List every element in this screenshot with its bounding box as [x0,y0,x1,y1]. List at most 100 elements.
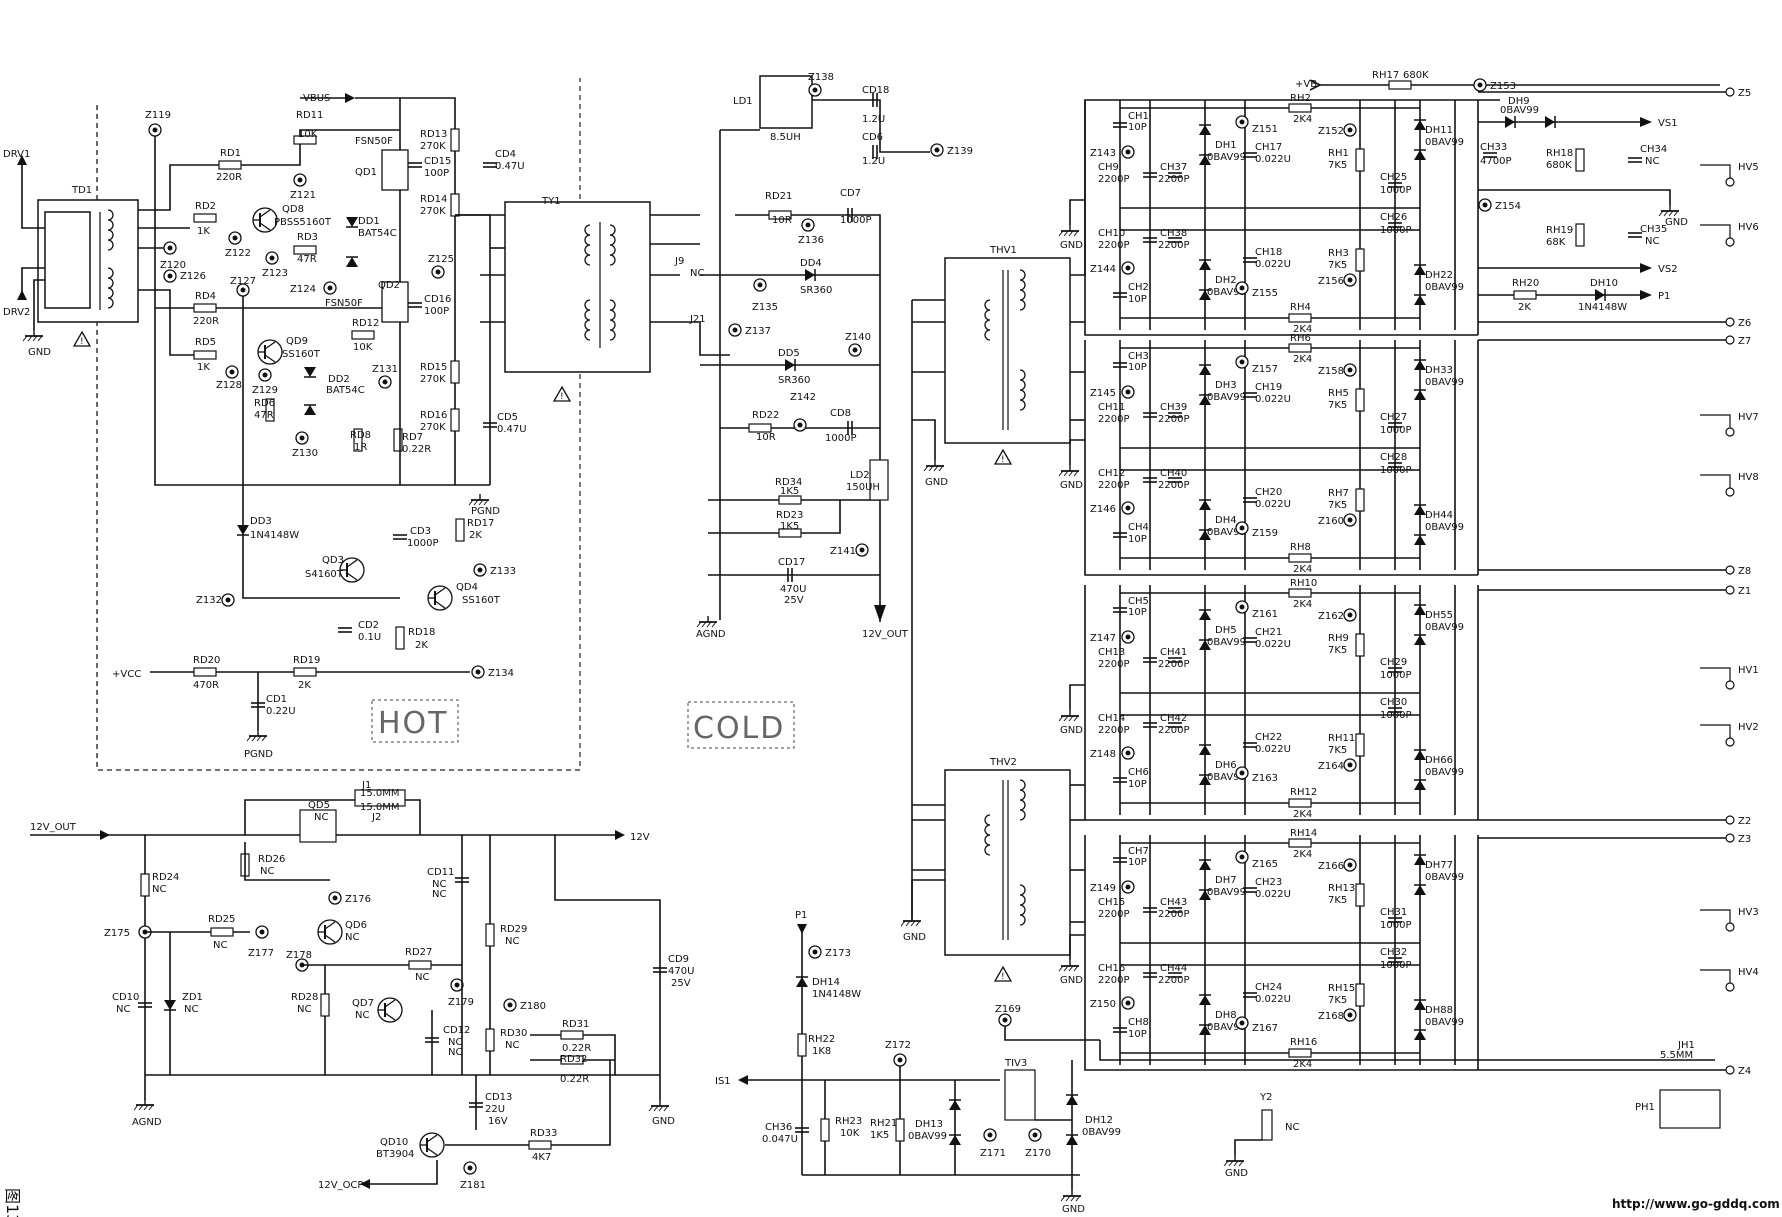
svg-text:1000P: 1000P [825,433,856,444]
component-label: 7K5 [1328,745,1347,756]
svg-text:10K: 10K [353,342,373,353]
svg-text:15.0MM: 15.0MM [360,788,400,799]
svg-text:PGND: PGND [471,506,500,517]
component-label: 2200P [1098,480,1129,491]
svg-text:TY1: TY1 [541,196,561,207]
component-label: RH8 [1290,542,1311,553]
component-label: 0.022U [1255,639,1291,650]
test-point [1343,123,1357,137]
ground-label: GND [1060,480,1083,491]
test-point [1121,630,1135,644]
test-point [1235,521,1249,535]
wire [1700,414,1731,428]
wire [1084,835,1478,1071]
component-label: DH5 [1215,625,1237,636]
terminal-dot [1725,982,1735,992]
svg-text:1K8: 1K8 [812,1046,831,1057]
component-label: CH10 [1098,228,1125,239]
component-label: CH15 [1098,897,1125,908]
component-label: 7K5 [1328,260,1347,271]
svg-text:100P: 100P [424,168,449,179]
test-point-label: Z155 [1252,288,1278,299]
component-label: 2K4 [1293,599,1312,610]
component-label: 2200P [1098,174,1129,185]
ground-icon [1058,464,1080,477]
svg-text:Z121: Z121 [290,190,316,201]
component-label: 7K5 [1328,160,1347,171]
rectifier-stage: CH310PCH112200PCH392200PCH122200PCH40220… [1058,333,1479,576]
svg-text:12V_OCP: 12V_OCP [318,1180,363,1191]
output-terminal: HV7 [1700,412,1759,437]
svg-text:1K5: 1K5 [780,486,799,497]
resistor [1355,388,1365,412]
component-label: 2200P [1098,975,1129,986]
svg-text:8.5UH: 8.5UH [770,132,801,143]
svg-text:RD21: RD21 [765,191,792,202]
svg-text:RD34: RD34 [775,477,802,488]
svg-text:NC: NC [1645,156,1659,167]
svg-text:DH9: DH9 [1508,96,1530,107]
output-terminal: HV6 [1700,222,1759,247]
svg-text:CD5: CD5 [497,412,518,423]
source-url: http://www.go-gddq.com [1612,1197,1780,1211]
svg-text:680K: 680K [1403,70,1429,81]
svg-text:SR360: SR360 [778,375,810,386]
component-label: 10P [1128,779,1147,790]
component-label: DH77 [1425,860,1453,871]
component-label: CH44 [1160,963,1187,974]
component-label: CH24 [1255,982,1282,993]
svg-text:Z177: Z177 [248,948,274,959]
svg-text:0BAV99: 0BAV99 [1082,1127,1121,1138]
svg-text:Z131: Z131 [372,364,398,375]
component-label: 2K4 [1293,849,1312,860]
svg-text:QD9: QD9 [286,336,308,347]
hot-label: HOT [378,706,449,741]
svg-text:2K: 2K [415,640,428,651]
test-point-label: Z144 [1090,264,1116,275]
svg-text:Z137: Z137 [745,326,771,337]
component-label: CH39 [1160,402,1187,413]
terminal-label: HV3 [1738,907,1759,918]
component-label: 0BAV99 [1425,137,1464,148]
component-label: 0BAV99 [1425,377,1464,388]
test-point-label: Z159 [1252,528,1278,539]
component-label: 2200P [1098,725,1129,736]
svg-text:15.0MM: 15.0MM [360,802,400,813]
component-label: 0.022U [1255,499,1291,510]
svg-text:S4160T: S4160T [305,569,344,580]
component-label: RH2 [1290,93,1311,104]
diode [1413,1029,1427,1041]
svg-text:270K: 270K [420,422,446,433]
component-label: CH22 [1255,732,1282,743]
test-point-label: Z166 [1318,861,1344,872]
component-label: 0BAV99 [1207,887,1246,898]
component-label: 0BAV99 [1207,772,1246,783]
svg-text:P1: P1 [795,910,807,921]
svg-text:Z128: Z128 [216,380,242,391]
svg-text:QD4: QD4 [456,582,478,593]
component-label: 1000P [1380,465,1411,476]
svg-text:RD11: RD11 [296,110,323,121]
component-label: DH55 [1425,610,1453,621]
ground-icon [1058,224,1080,237]
terminal-label: HV7 [1738,412,1759,423]
svg-text:CD13: CD13 [485,1092,512,1103]
svg-text:Z172: Z172 [885,1040,911,1051]
test-point [1121,746,1135,760]
svg-text:NC: NC [505,1040,519,1051]
component-label: 0BAV99 [1207,152,1246,163]
svg-text:Z176: Z176 [345,894,371,905]
wire [1084,340,1478,576]
svg-text:TIV3: TIV3 [1004,1058,1027,1069]
svg-text:270K: 270K [420,141,446,152]
terminal-dot [1725,565,1735,575]
svg-text:RD2: RD2 [195,201,216,212]
svg-text:DD5: DD5 [778,348,800,359]
test-point-label: Z147 [1090,633,1116,644]
test-point-label: Z152 [1318,126,1344,137]
svg-text:NC: NC [116,1004,130,1015]
svg-text:RD5: RD5 [195,337,216,348]
component-label: DH88 [1425,1005,1453,1016]
svg-text:0.47U: 0.47U [497,424,527,435]
